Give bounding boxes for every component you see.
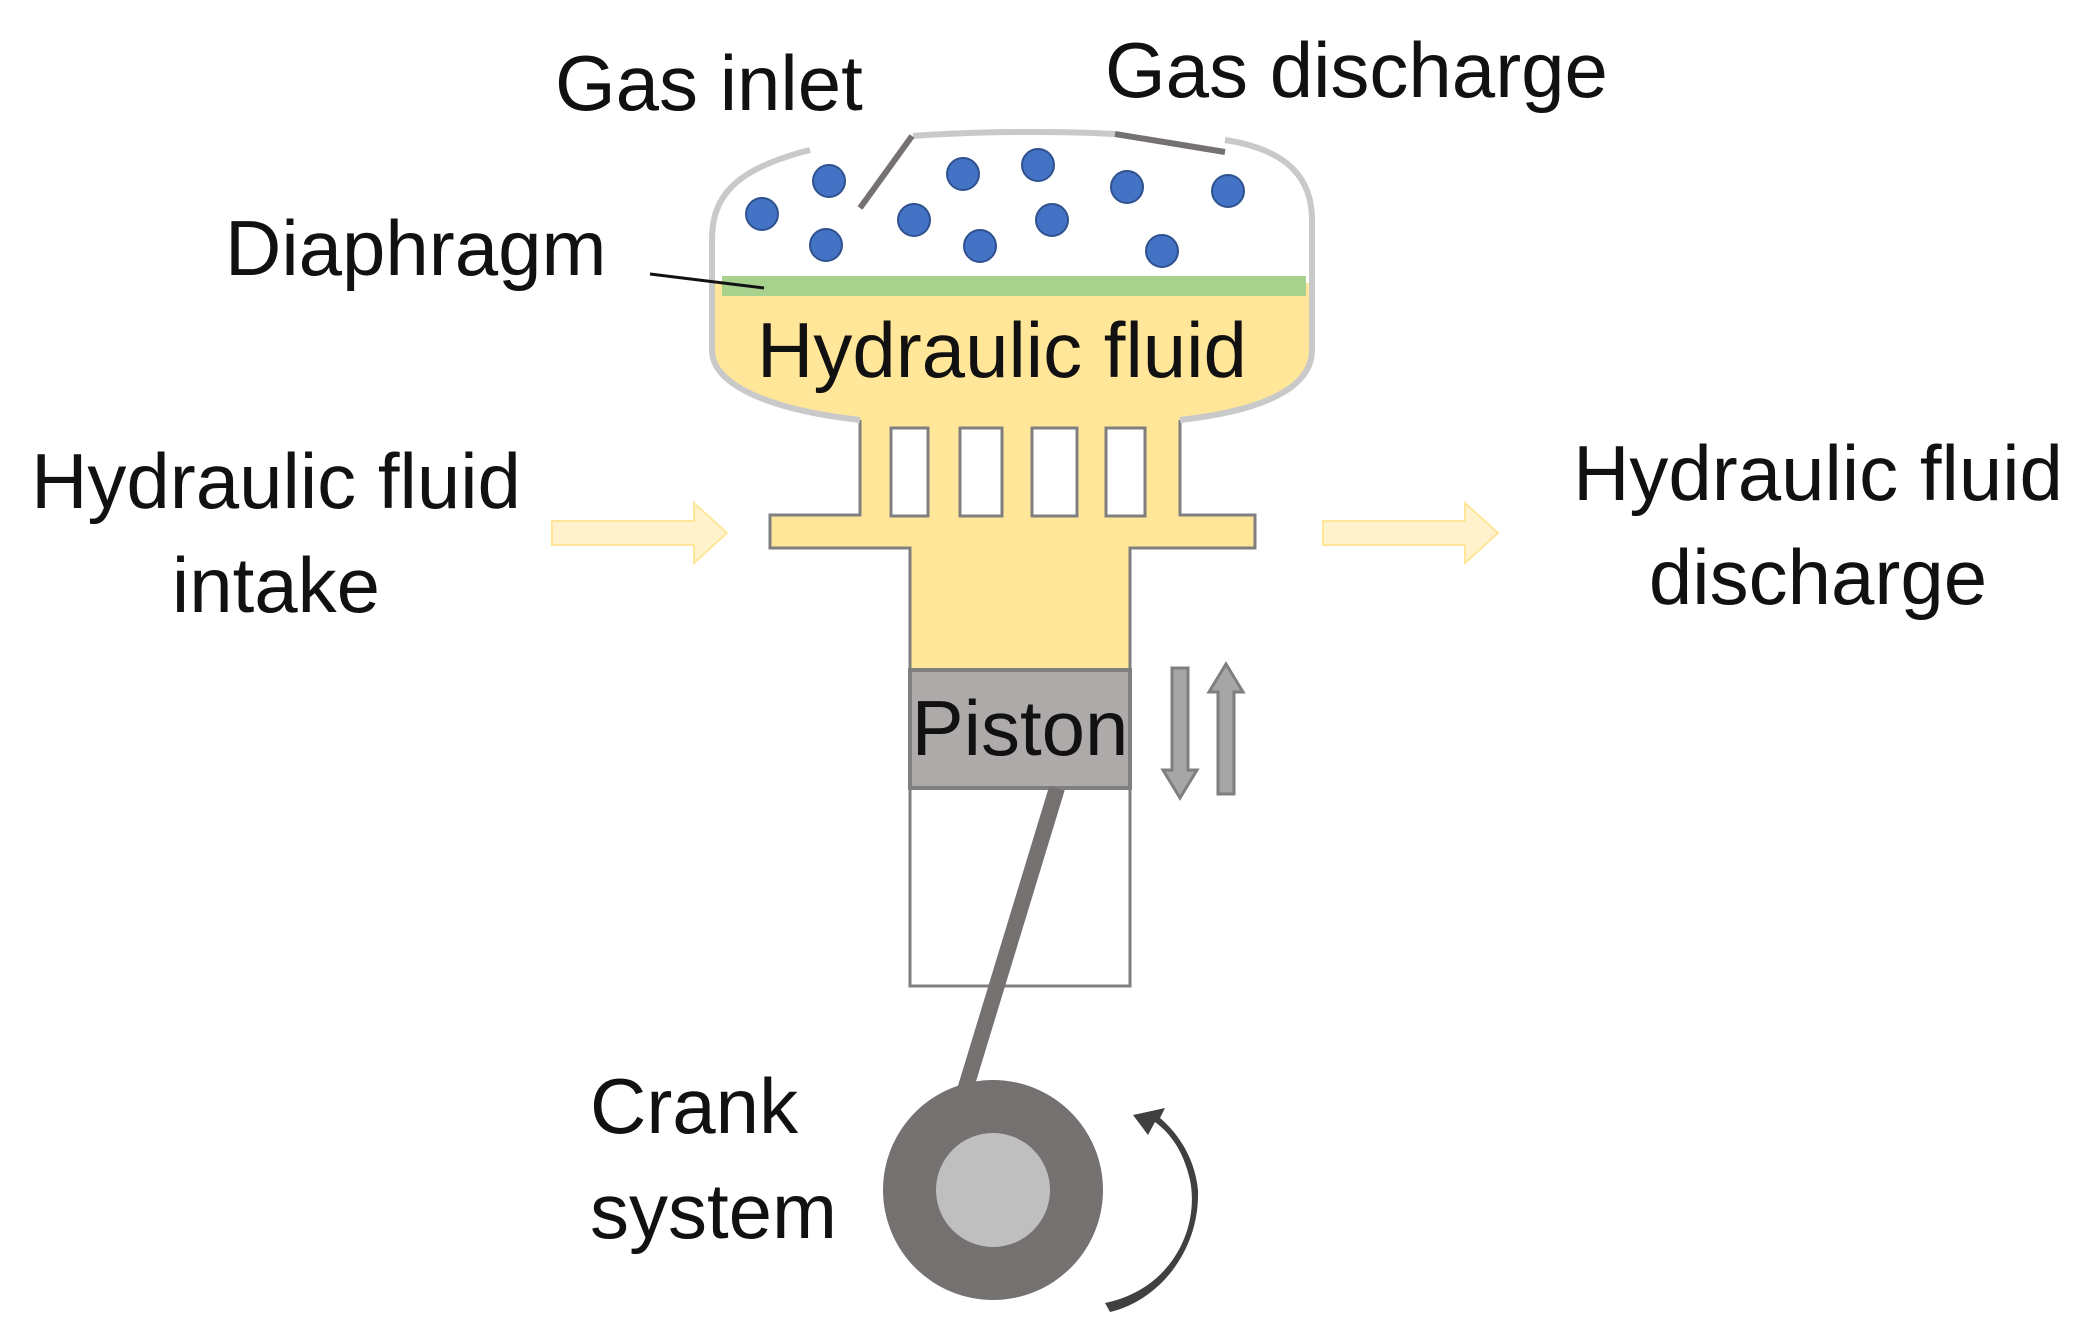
intake-label-line1: Hydraulic fluid xyxy=(31,437,521,525)
diaphragm xyxy=(722,276,1306,296)
gas-particle xyxy=(1145,234,1179,268)
arrow-right-icon xyxy=(551,500,729,566)
up-down-arrows-icon xyxy=(1160,661,1246,801)
gas-particle xyxy=(812,164,846,198)
crank-label-line1: Crank xyxy=(590,1062,799,1150)
discharge-label-line1: Hydraulic fluid xyxy=(1573,429,2063,517)
gas-particle xyxy=(963,229,997,263)
gas-particle xyxy=(745,197,779,231)
gas-particle xyxy=(897,203,931,237)
gas-particle xyxy=(1211,174,1245,208)
crank-label-line2: system xyxy=(590,1167,837,1255)
hydraulic-fluid-label: Hydraulic fluid xyxy=(757,306,1247,394)
piston-label: Piston xyxy=(912,684,1129,772)
gas-particle xyxy=(1110,170,1144,204)
discharge-label-line2: discharge xyxy=(1649,533,1987,621)
port-slots xyxy=(889,426,1147,518)
gas-particle xyxy=(809,228,843,262)
hydraulic-body-outline xyxy=(768,420,1257,670)
gas-particle xyxy=(946,157,980,191)
gas-discharge-valve xyxy=(1114,131,1226,155)
diaphragm-label: Diaphragm xyxy=(225,204,607,292)
dome-outline xyxy=(709,147,861,423)
gas-particle xyxy=(1021,148,1055,182)
gas-inlet-label: Gas inlet xyxy=(555,39,863,127)
dome-outline-right xyxy=(1179,137,1315,423)
gas-particles xyxy=(745,148,1245,268)
crank-hub xyxy=(936,1133,1050,1247)
piston xyxy=(908,668,1132,790)
connecting-rod xyxy=(954,785,1065,1103)
gas-chamber xyxy=(712,133,1312,283)
intake-label-line2: intake xyxy=(172,541,380,629)
dome-outline-top xyxy=(912,128,1116,139)
diaphragm-leader-line xyxy=(649,272,765,290)
gas-inlet-valve xyxy=(857,134,915,210)
gas-particle xyxy=(1035,203,1069,237)
arrow-right-icon xyxy=(1322,500,1500,566)
hydraulic-fluid-chamber xyxy=(712,283,1312,670)
gas-discharge-label: Gas discharge xyxy=(1105,26,1608,114)
curved-arrow-icon xyxy=(1105,1108,1199,1312)
